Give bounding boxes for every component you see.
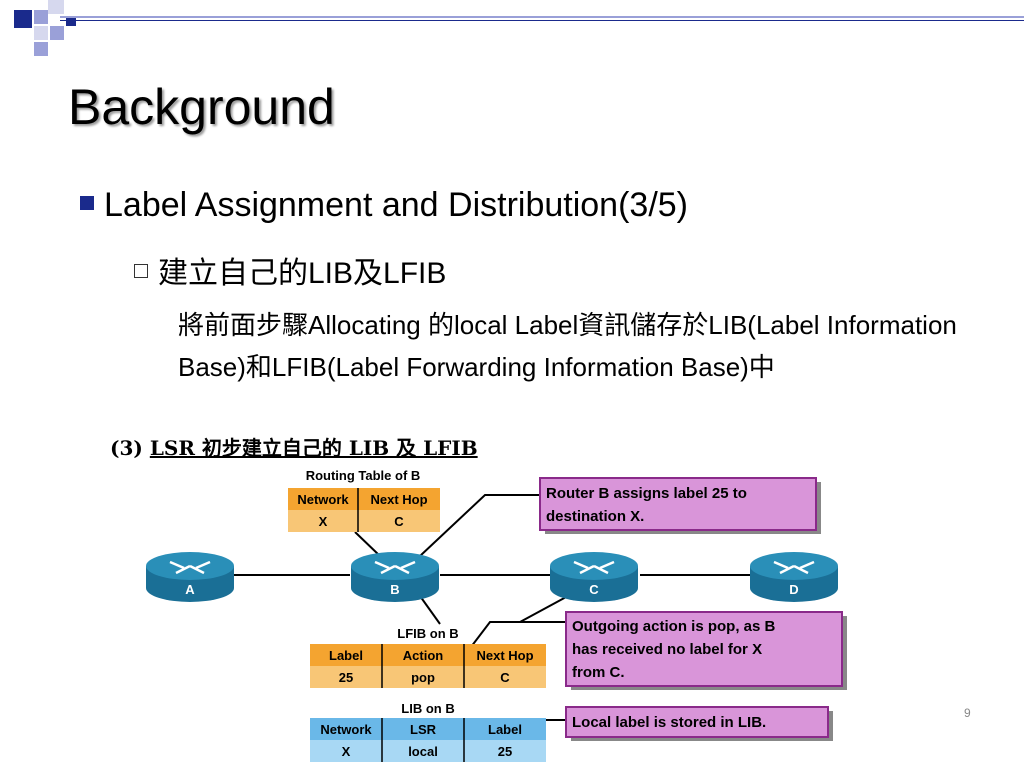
corner-square: [34, 10, 48, 24]
router-b-label: B: [390, 582, 399, 597]
routing-table-title: Routing Table of B: [306, 468, 421, 483]
router-a-icon: A: [146, 552, 234, 602]
bullet-2-text: 建立自己的LIB及LFIB: [158, 257, 447, 290]
corner-decoration: [0, 0, 96, 60]
top-rule-thin: [60, 20, 1024, 21]
callout-1-box: [539, 477, 817, 531]
routing-table-header-nexthop: Next Hop: [370, 492, 427, 507]
callout-3-line-1: Local label is stored in LIB.: [572, 714, 766, 731]
lib-cell-lsr: local: [408, 744, 438, 759]
router-a-label: A: [185, 582, 195, 597]
callout-1-line-1: Router B assigns label 25 to: [546, 485, 747, 502]
lfib-title: LFIB on B: [397, 626, 458, 641]
figure-caption: (3) LSR 初步建立自己的 LIB 及 LFIB: [110, 432, 478, 461]
router-b-icon: B: [351, 552, 439, 602]
corner-square: [50, 26, 64, 40]
routing-table-header-bg: [288, 488, 440, 510]
lib-header-lsr: LSR: [410, 722, 437, 737]
lfib-cell-label: 25: [339, 670, 353, 685]
top-rule: [60, 16, 1024, 18]
lib-cell-network: X: [342, 744, 351, 759]
callout-1-line-2: destination X.: [546, 508, 644, 525]
corner-square: [34, 42, 48, 56]
corner-square: [48, 0, 64, 14]
lfib-row-bg: [310, 666, 546, 688]
routing-table-leader: [354, 531, 381, 557]
lfib-header-action: Action: [403, 648, 444, 663]
router-d-icon: D: [750, 552, 838, 602]
callout-2-line-1: Outgoing action is pop, as B: [572, 618, 776, 635]
corner-square: [14, 10, 32, 28]
corner-square: [34, 26, 48, 40]
routing-table-cell-network: X: [319, 514, 328, 529]
lfib-header-label: Label: [329, 648, 363, 663]
callout-2-line-2: has received no label for X: [572, 641, 762, 658]
routing-table-header-network: Network: [297, 492, 349, 507]
lib-header-label: Label: [488, 722, 522, 737]
callout-3-box: [565, 706, 829, 738]
square-bullet-icon: [80, 196, 94, 211]
lib-title: LIB on B: [401, 701, 454, 716]
callout-leader-1: [419, 494, 540, 557]
corner-square: [66, 16, 76, 26]
lib-header-bg: [310, 718, 546, 740]
routing-table-row-bg: [288, 510, 440, 532]
router-c-icon: C: [550, 552, 638, 602]
callout-leader-2b: [519, 595, 569, 623]
router-d-label: D: [789, 582, 798, 597]
callout-2-line-3: from C.: [572, 664, 625, 681]
routing-table-cell-nexthop: C: [394, 514, 404, 529]
lib-cell-label: 25: [498, 744, 512, 759]
lfib-cell-action: pop: [411, 670, 435, 685]
hollow-square-bullet-icon: [134, 264, 148, 279]
lib-row-bg: [310, 740, 546, 762]
figure-caption-prefix: (3): [110, 436, 143, 460]
callout-2-box: [565, 611, 843, 687]
router-c-label: C: [589, 582, 599, 597]
lfib-leader: [419, 595, 441, 625]
lib-header-network: Network: [320, 722, 372, 737]
lfib-cell-nexthop: C: [500, 670, 510, 685]
bullet-level-1: Label Assignment and Distribution(3/5): [80, 186, 688, 225]
bullet-1-text: Label Assignment and Distribution(3/5): [104, 186, 688, 224]
bullet-level-3: 將前面步驟Allocating 的local Label資訊儲存於LIB(Lab…: [178, 310, 957, 382]
bullet-level-2: 建立自己的LIB及LFIB: [134, 248, 446, 292]
figure-caption-text: LSR 初步建立自己的 LIB 及 LFIB: [149, 436, 478, 460]
slide-title: Background: [68, 79, 335, 135]
page-number: 9: [964, 706, 971, 720]
lfib-header-nexthop: Next Hop: [476, 648, 533, 663]
lfib-header-bg: [310, 644, 546, 666]
